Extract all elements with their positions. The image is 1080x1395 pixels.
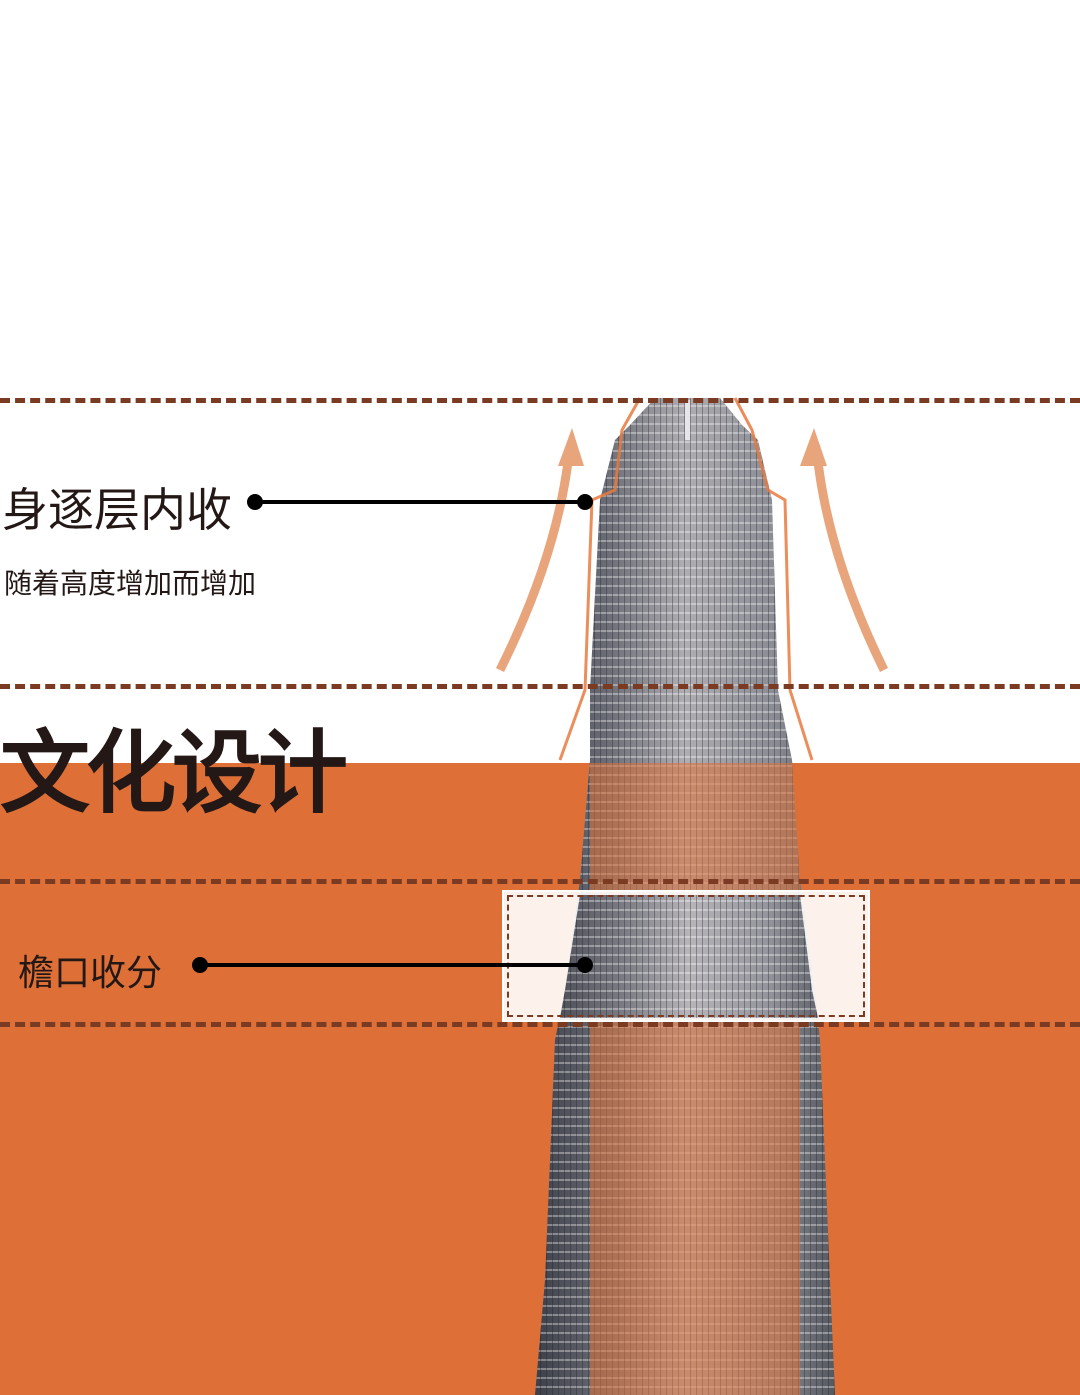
eave-label: 檐口收分 [18, 953, 163, 994]
leader-line [255, 500, 585, 504]
leader-dot [577, 957, 593, 973]
dashed-level-line [0, 684, 1080, 689]
leader-dot [577, 494, 593, 510]
dashed-level-line [0, 1022, 1080, 1027]
setback-label: 身逐层内收 [2, 483, 232, 537]
upward-arrow-icon [495, 428, 584, 673]
dashed-level-line [0, 879, 1080, 884]
dashed-level-line [0, 398, 1080, 403]
leader-line [200, 963, 585, 967]
orange-background-band [0, 763, 1080, 1395]
eave-dashed-frame [507, 895, 865, 1017]
upward-arrow-icon [800, 428, 889, 672]
setback-subtitle: 随着高度增加而增加 [4, 567, 257, 600]
section-title: 文化设计 [0, 721, 348, 826]
tower-outline [558, 397, 814, 761]
